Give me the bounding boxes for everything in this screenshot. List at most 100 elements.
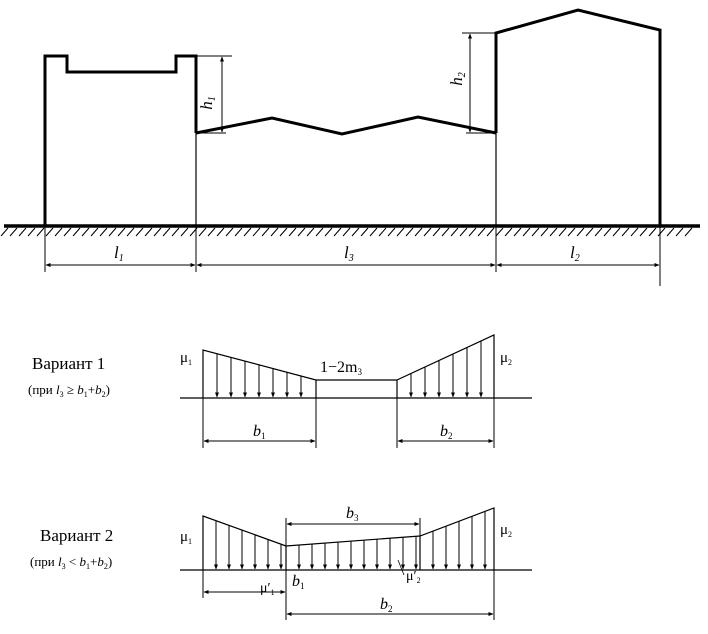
ground-hatch-stroke (549, 227, 558, 237)
ground-hatch-stroke (81, 227, 90, 237)
variant1-load-outline-right (396, 334, 495, 398)
right-building-outline (494, 8, 662, 226)
ground-hatch-stroke (252, 227, 261, 237)
ground-hatch-stroke (369, 227, 378, 237)
ground-hatch-stroke (342, 227, 351, 237)
ground-hatch-stroke (36, 227, 45, 237)
ground-hatch-stroke (414, 227, 423, 237)
ground-hatch-stroke (378, 227, 387, 237)
ground-hatch-stroke (468, 227, 477, 237)
variant2-mu2: μ2 (500, 522, 512, 539)
span-dimensions (44, 226, 661, 286)
ground-hatch-stroke (405, 227, 414, 237)
ground-hatch-stroke (648, 227, 657, 237)
ground-hatch-stroke (135, 227, 144, 237)
ground-hatch-stroke (108, 227, 117, 237)
ground-hatch-stroke (432, 227, 441, 237)
variant1-mu1: μ1 (180, 350, 192, 367)
variant1-load (180, 334, 532, 399)
ground-hatch-stroke (0, 227, 9, 237)
variant1-b1: b1 (253, 423, 266, 441)
ground-hatch-stroke (198, 227, 207, 237)
variant1-condition: (при l3 ≥ b1+b2) (28, 382, 110, 399)
variant1-b2: b2 (440, 423, 453, 441)
middle-roof-outline (195, 115, 497, 136)
ground-hatch-stroke (423, 227, 432, 237)
span-l3-label: l3 (344, 243, 354, 264)
variant1-title: Вариант 1 (32, 354, 105, 373)
ground-hatch-stroke (261, 227, 270, 237)
ground-hatch-stroke (324, 227, 333, 237)
h1-label: h1 (197, 96, 218, 110)
ground-hatch-stroke (540, 227, 549, 237)
ground-hatch-stroke (594, 227, 603, 237)
ground-hatch-stroke (72, 227, 81, 237)
ground-hatch-stroke (18, 227, 27, 237)
ground-hatch-stroke (387, 227, 396, 237)
ground-hatch-stroke (153, 227, 162, 237)
ground-hatch-stroke (558, 227, 567, 237)
ground (0, 224, 700, 237)
ground-hatch-stroke (522, 227, 531, 237)
variant1-mu2: μ2 (500, 350, 512, 367)
ground-hatch-stroke (63, 227, 72, 237)
ground-hatch-stroke (162, 227, 171, 237)
ground-hatch-stroke (513, 227, 522, 237)
ground-hatch-stroke (504, 227, 513, 237)
ground-hatch-stroke (297, 227, 306, 237)
ground-hatch-stroke (270, 227, 279, 237)
ground-hatch-stroke (315, 227, 324, 237)
ground-hatch-stroke (279, 227, 288, 237)
ground-hatch-stroke (576, 227, 585, 237)
variant2-load (180, 507, 532, 571)
ground-hatch-stroke (621, 227, 630, 237)
span-l1-label: l1 (114, 243, 124, 264)
ground-hatch-stroke (531, 227, 540, 237)
ground-hatch-stroke (27, 227, 36, 237)
building-profile (43, 8, 662, 226)
h2-label: h2 (447, 72, 468, 86)
variant2-mu1-prime: μ′1 (260, 581, 275, 597)
variant2-mu1: μ1 (180, 529, 192, 546)
variant1-mid-label: 1−2m3 (320, 359, 362, 377)
ground-hatch-stroke (45, 227, 54, 237)
ground-hatch-stroke (180, 227, 189, 237)
variant2-title: Вариант 2 (40, 526, 113, 545)
ground-hatch-stroke (630, 227, 639, 237)
ground-hatch-stroke (54, 227, 63, 237)
ground-hatch-stroke (234, 227, 243, 237)
ground-hatch-stroke (477, 227, 486, 237)
ground-hatch-stroke (117, 227, 126, 237)
ground-hatch-stroke (306, 227, 315, 237)
variant2-b2: b2 (380, 596, 393, 614)
variant2-b1: b1 (292, 573, 305, 591)
ground-hatch-stroke (207, 227, 216, 237)
ground-hatch-stroke (351, 227, 360, 237)
ground-hatch-stroke (216, 227, 225, 237)
span-l2-label: l2 (570, 243, 580, 264)
ground-hatch-stroke (333, 227, 342, 237)
ground-hatch-stroke (666, 227, 675, 237)
ground-hatch-stroke (243, 227, 252, 237)
variant2-load-outline (202, 507, 495, 570)
ground-hatch-stroke (495, 227, 504, 237)
ground-hatch-stroke (441, 227, 450, 237)
ground-hatch-stroke (612, 227, 621, 237)
ground-hatch-stroke (225, 227, 234, 237)
wall-lines (195, 133, 497, 226)
ground-hatch-stroke (288, 227, 297, 237)
ground-hatch-stroke (9, 227, 18, 237)
ground-hatch-stroke (99, 227, 108, 237)
h2-dimension (462, 32, 496, 134)
ground-hatch-stroke (360, 227, 369, 237)
ground-hatch-stroke (675, 227, 684, 237)
ground-hatch-stroke (657, 227, 666, 237)
ground-hatch-stroke (144, 227, 153, 237)
ground-hatch-stroke (639, 227, 648, 237)
ground-hatch-stroke (126, 227, 135, 237)
ground-hatch-stroke (603, 227, 612, 237)
h1-dimension (196, 55, 232, 134)
variant1-dimensions (202, 398, 495, 448)
ground-hatch-stroke (90, 227, 99, 237)
